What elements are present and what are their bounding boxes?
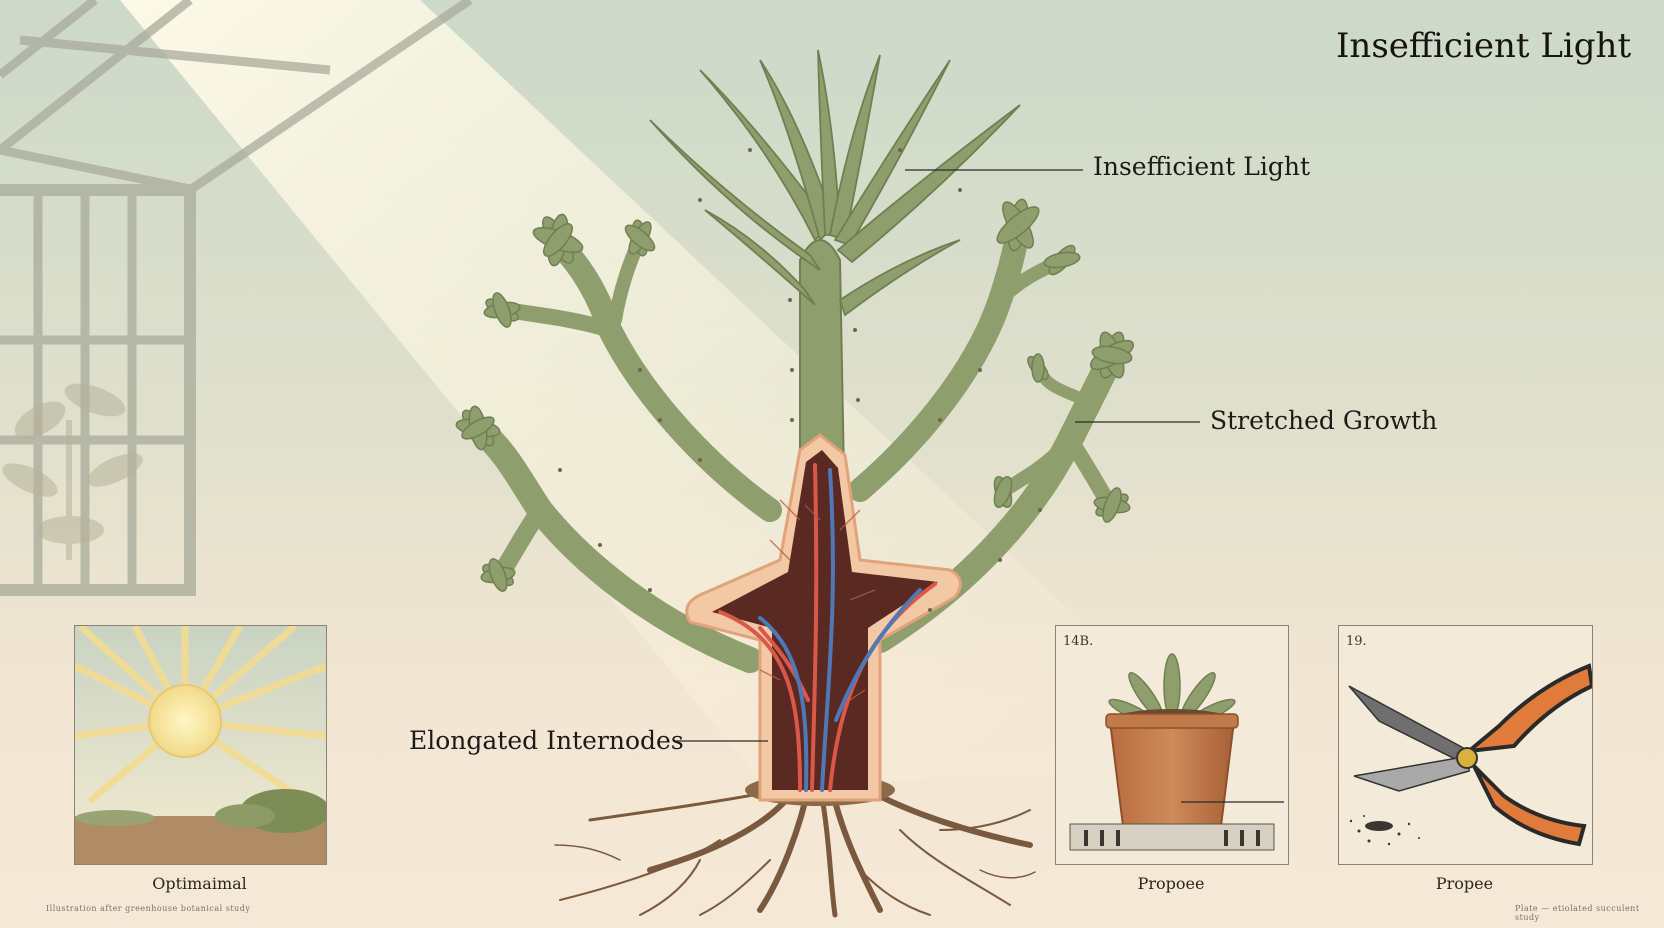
optimal-caption: Optimaimal [152,874,247,893]
pruning-panel: 19. [1338,625,1593,865]
pot-drainage-panel: 14B. [1055,625,1289,865]
label-elongated-internodes: Elongated Internodes [409,726,684,755]
prune-caption: Propee [1435,874,1494,893]
fineprint-left: Illustration after greenhouse botanical … [46,904,251,913]
page-title: Insefficient Light [1336,26,1632,66]
potted-plant-drainage-illustration [1069,653,1284,851]
prune-panel-number: 19. [1346,634,1367,649]
pot-panel-number: 14B. [1063,634,1094,649]
window-plant-silhouette [2,383,143,560]
cactus-spines [558,148,1042,612]
sun-landscape-illustration [75,626,326,864]
stem-cross-section [685,433,962,802]
branch-rosettes [455,198,1135,592]
label-stretched-growth: Stretched Growth [1210,406,1438,435]
crown-leaves [649,49,1021,317]
pruning-shears-illustration [1348,663,1592,847]
fineprint-right: Plate — etiolated succulent study [1515,904,1640,922]
pot-caption: Propoee [1137,874,1205,893]
optimal-light-panel [74,625,327,865]
label-insufficient-light: Insefficient Light [1093,152,1310,181]
leader-lines [675,169,1200,742]
